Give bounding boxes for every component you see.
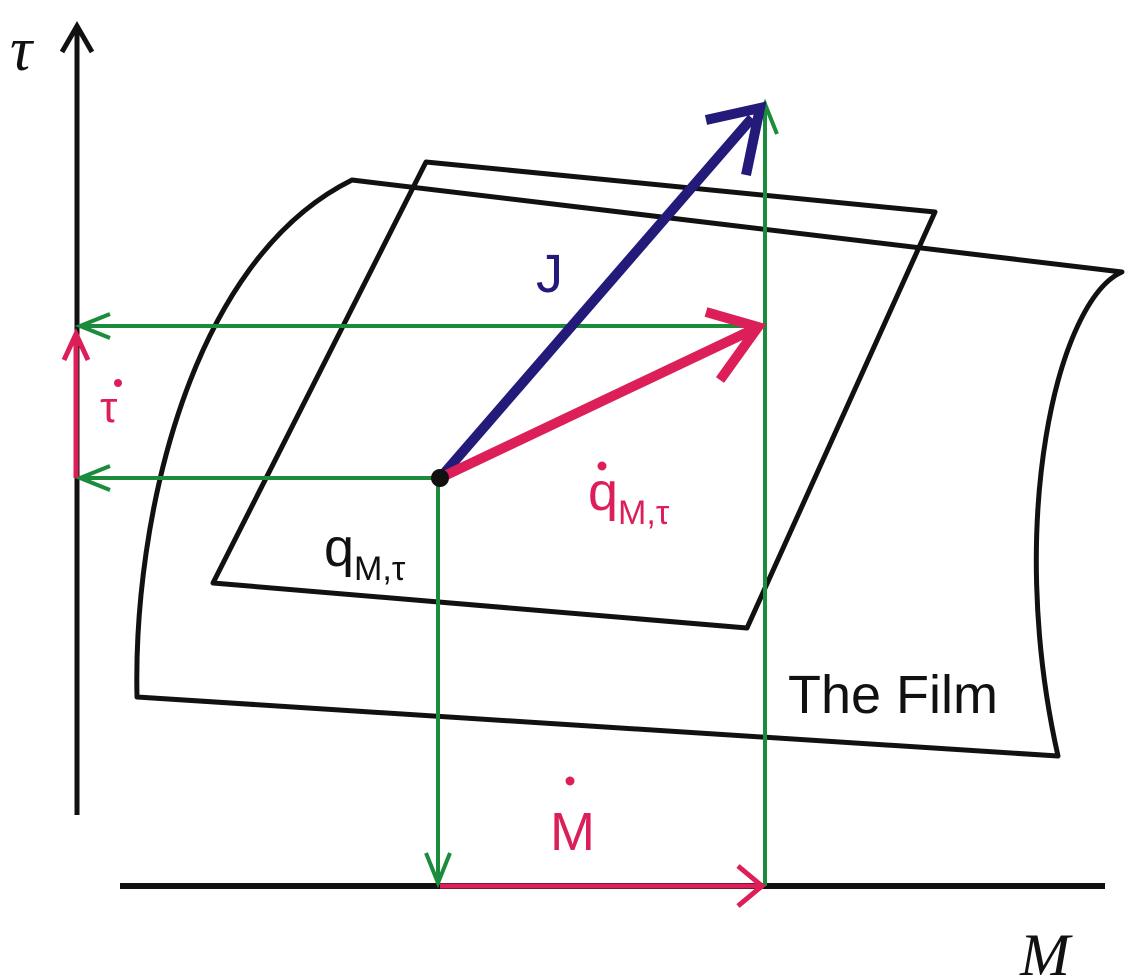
tau-axis-label: τ	[10, 16, 35, 84]
tangent-plane	[210, 159, 938, 631]
m-dot-label: M	[550, 802, 595, 862]
tau-dot-arrowhead	[61, 328, 91, 362]
q-dot-arrowhead	[704, 307, 767, 383]
q-dot-label: qM,τ	[588, 462, 670, 532]
q-dot-line	[437, 325, 755, 483]
m-dot-mark	[565, 776, 575, 786]
q-dot-mark	[597, 461, 607, 471]
base-point-letter: q	[324, 518, 354, 578]
horizontal-from-tip-arrowhead	[74, 312, 111, 340]
j-vector	[436, 101, 767, 482]
tau-dot-mark	[114, 379, 122, 387]
m-dot-arrowhead	[736, 864, 766, 908]
j-vector-arrowhead	[704, 101, 767, 177]
q-dot-subscript: M,τ	[618, 494, 670, 532]
horizontal-from-point-arrowhead	[74, 464, 111, 492]
base-point-subscript: M,τ	[354, 550, 406, 588]
m-dot-vector	[440, 864, 766, 908]
tau-dot-vector	[61, 328, 91, 478]
projection-lines	[74, 98, 779, 889]
film-surface	[134, 177, 1125, 759]
axes	[59, 20, 1105, 889]
q-dot-letter: q	[588, 462, 618, 522]
tau-axis-arrowhead	[59, 20, 95, 54]
m-axis-label: M	[1019, 922, 1073, 979]
j-vector-line	[436, 114, 756, 482]
film-label: The Film	[788, 665, 998, 725]
base-point	[431, 469, 449, 487]
tau-dot-label: τ	[100, 383, 118, 432]
base-point-label: qM,τ	[324, 518, 406, 588]
j-vector-label: J	[536, 244, 563, 304]
q-dot-vector	[437, 307, 767, 483]
vertical-from-point-arrowhead	[424, 852, 452, 889]
